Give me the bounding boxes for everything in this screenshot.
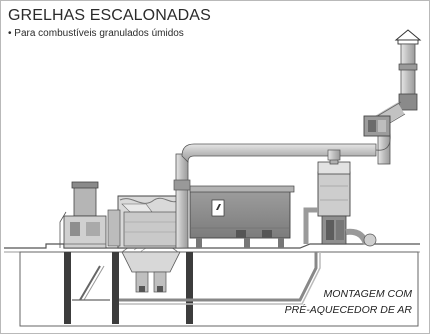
pit-pillar-center <box>112 252 119 324</box>
caption-line-1: MONTAGEM COM <box>323 288 412 300</box>
main-duct <box>181 133 391 165</box>
flue-column <box>173 153 191 249</box>
fuel-feeder <box>59 181 107 249</box>
fan <box>363 233 377 247</box>
chimney-stack <box>363 29 422 137</box>
pit-pillar-left <box>64 252 71 324</box>
diagram-caption: MONTAGEM COM PRÉ-AQUECEDOR DE AR <box>285 286 412 318</box>
pit-pillar-right <box>186 252 193 324</box>
caption-line-2: PRÉ-AQUECEDOR DE AR <box>284 304 412 316</box>
furnace <box>107 195 183 249</box>
preheater-duct <box>327 149 341 161</box>
diagram-subtitle: • Para combustíveis granulados úmidos <box>8 28 184 39</box>
air-preheater <box>303 155 377 247</box>
boiler <box>189 185 295 248</box>
diagram-title: GRELHAS ESCALONADAS <box>8 7 211 24</box>
feed-conveyor <box>72 265 110 301</box>
